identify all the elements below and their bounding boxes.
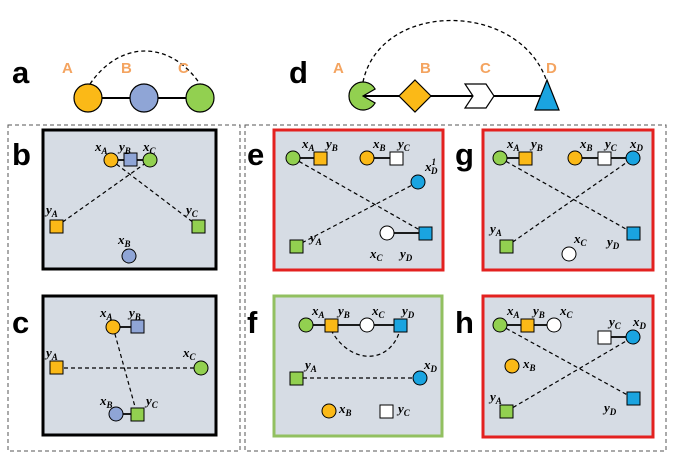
node-xB	[567, 150, 583, 166]
panel-d: d A B C D	[289, 19, 560, 113]
dashed-link	[112, 326, 138, 415]
node-yD	[626, 391, 641, 406]
node-xB	[504, 358, 520, 374]
panel-label-f: f	[247, 305, 258, 340]
node-yC	[130, 407, 145, 422]
dashed-arc-d	[362, 19, 548, 83]
dashed-link	[292, 157, 426, 234]
node-b-blue	[129, 83, 159, 113]
node-xB	[121, 248, 137, 264]
group-box-right	[244, 124, 667, 452]
frame-f	[272, 294, 444, 438]
node-yB	[130, 319, 145, 334]
label-A-a: A	[62, 60, 73, 77]
node-xA	[285, 150, 301, 166]
label-B-a: B	[121, 60, 132, 77]
node-xD	[410, 174, 426, 190]
node-yA	[289, 239, 304, 254]
node-xA	[298, 317, 314, 333]
dashed-link	[506, 336, 634, 412]
panel-label-e: e	[247, 137, 264, 172]
node-xC	[379, 225, 395, 241]
label-B-d: B	[420, 60, 431, 77]
node-yD	[418, 226, 433, 241]
node-xA	[103, 152, 119, 168]
panel-g: g xA yB xB yC xD yA xC yD	[455, 128, 655, 272]
node-xD	[625, 150, 641, 166]
dashed-link	[506, 157, 634, 247]
node-xB	[359, 150, 375, 166]
dashed-arc-a	[89, 50, 201, 85]
diamond-node-B	[398, 79, 432, 113]
pacman-node-A	[348, 81, 376, 111]
panel-label-h: h	[455, 305, 474, 340]
node-xD	[625, 329, 641, 345]
panel-label-a: a	[12, 55, 30, 90]
node-yB	[324, 318, 339, 333]
node-yA	[289, 371, 304, 386]
dashed-link	[110, 159, 199, 227]
label-C-d: C	[480, 60, 491, 77]
node-yC	[191, 219, 206, 234]
node-xD	[412, 370, 428, 386]
node-yC	[389, 151, 404, 166]
node-yA	[499, 239, 514, 254]
node-yB	[123, 152, 138, 167]
panel-label-d: d	[289, 55, 308, 90]
panel-a: a A B C	[12, 50, 215, 113]
node-xC	[193, 360, 209, 376]
node-xA	[105, 319, 121, 335]
node-yD	[393, 318, 408, 333]
node-xA	[492, 317, 508, 333]
node-yD	[626, 226, 641, 241]
node-yA	[49, 360, 64, 375]
panel-label-g: g	[455, 137, 474, 172]
node-yB	[520, 318, 535, 333]
frame-c	[41, 294, 218, 437]
node-yC	[379, 404, 394, 419]
node-xC	[546, 317, 562, 333]
node-yA	[499, 404, 514, 419]
triangle-node-D	[534, 78, 560, 111]
node-yC	[597, 151, 612, 166]
node-xC	[561, 246, 577, 262]
node-yC	[597, 330, 612, 345]
node-a-yellow	[73, 83, 103, 113]
dashed-link	[499, 157, 634, 234]
node-xA	[492, 150, 508, 166]
dashed-link	[56, 159, 151, 227]
node-xB	[108, 406, 124, 422]
panel-c: c xA yB yA xC xB yC	[12, 294, 218, 437]
label-C-a: C	[178, 60, 189, 77]
label-A-d: A	[333, 60, 344, 77]
group-box-left	[7, 124, 241, 452]
panel-f: f xA yB xC yD yA xD xB yC	[247, 294, 444, 438]
node-xC	[359, 317, 375, 333]
chevron-node-C	[463, 83, 495, 109]
dashed-link	[499, 324, 634, 399]
panel-b: b xA yB xC yA yC xB	[12, 128, 218, 271]
node-yB	[518, 151, 533, 166]
panel-h: h xA yB xC yC xD xB yA yD	[455, 294, 655, 439]
panel-label-c: c	[12, 305, 29, 340]
node-xC	[142, 152, 158, 168]
node-c-green	[185, 83, 215, 113]
node-yB	[313, 151, 328, 166]
node-xB	[321, 403, 337, 419]
node-yA	[49, 219, 64, 234]
dashed-link	[295, 181, 419, 247]
panel-label-b: b	[12, 137, 31, 172]
label-D-d: D	[546, 60, 557, 77]
